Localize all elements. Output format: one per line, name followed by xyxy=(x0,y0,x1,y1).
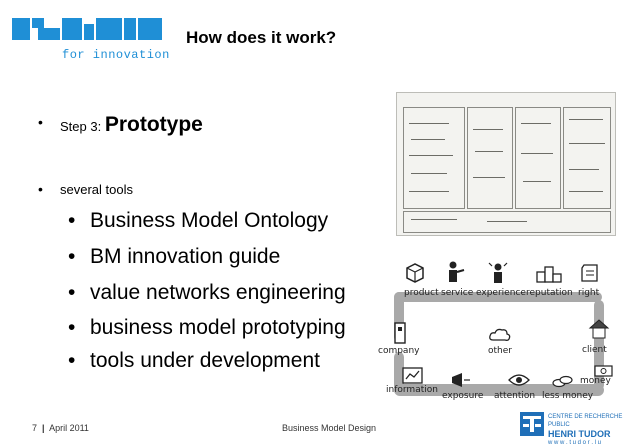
label-right: right xyxy=(578,288,600,298)
chart-screen-icon xyxy=(402,367,423,384)
label-company: company xyxy=(378,346,420,356)
label-less-money: less money xyxy=(542,391,594,401)
page-number: 7 xyxy=(32,423,38,433)
org-line-2: HENRI TUDOR xyxy=(548,429,611,439)
tudor-logo-icon xyxy=(520,412,544,436)
document-icon xyxy=(581,264,598,282)
company-building-icon xyxy=(394,322,406,344)
org-line-3: w w w . t u d o r . l u xyxy=(548,440,602,446)
logo-tagline: for innovation xyxy=(62,48,170,62)
person-star-icon xyxy=(488,262,508,283)
footer-title: Business Model Design xyxy=(282,423,377,433)
coins-icon xyxy=(552,375,573,388)
eye-icon xyxy=(508,374,530,386)
label-client: client xyxy=(582,345,607,355)
several-tools-label: several tools xyxy=(60,182,133,197)
list-item: •business model prototyping xyxy=(68,316,346,339)
label-reputation: reputation xyxy=(526,288,573,298)
label-exposure: exposure xyxy=(442,391,484,401)
list-item: •Business Model Ontology xyxy=(68,209,329,232)
label-product: product xyxy=(404,288,439,298)
tool-label: value networks engineering xyxy=(90,281,346,304)
org-line-1: CENTRE DE RECHERCHE PUBLIC xyxy=(548,414,623,428)
sketch-image xyxy=(396,92,616,236)
label-information: information xyxy=(386,385,438,395)
package-icon xyxy=(406,263,424,283)
list-item: •value networks engineering xyxy=(68,281,346,304)
label-money: money xyxy=(580,376,611,386)
podium-icon xyxy=(536,266,562,283)
tool-label: tools under development xyxy=(90,349,320,372)
megaphone-icon xyxy=(452,373,470,387)
cloud-icon xyxy=(489,328,511,341)
footer-date: April 2011 xyxy=(49,423,89,433)
footer-page-info: 7 | April 2011 xyxy=(32,423,89,433)
tool-label: Business Model Ontology xyxy=(90,209,329,232)
list-item: •tools under development xyxy=(68,349,320,372)
money-icon xyxy=(594,365,613,377)
label-service: service xyxy=(441,288,474,298)
label-other: other xyxy=(488,346,512,356)
step-prefix: Step 3: xyxy=(60,119,102,134)
page-title: How does it work? xyxy=(186,28,337,47)
list-item: •BM innovation guide xyxy=(68,245,281,268)
step-value: Prototype xyxy=(104,113,203,136)
bullet-several: • several tools xyxy=(38,181,133,197)
label-attention: attention xyxy=(494,391,536,401)
label-experience: experience xyxy=(476,288,526,298)
tool-label: business model prototyping xyxy=(90,316,346,339)
tool-label: BM innovation guide xyxy=(90,245,281,268)
house-icon xyxy=(588,319,610,339)
bullet-step: • Step 3: Prototype xyxy=(38,113,203,136)
footer-separator: | xyxy=(42,423,45,433)
waiter-icon xyxy=(449,261,465,282)
